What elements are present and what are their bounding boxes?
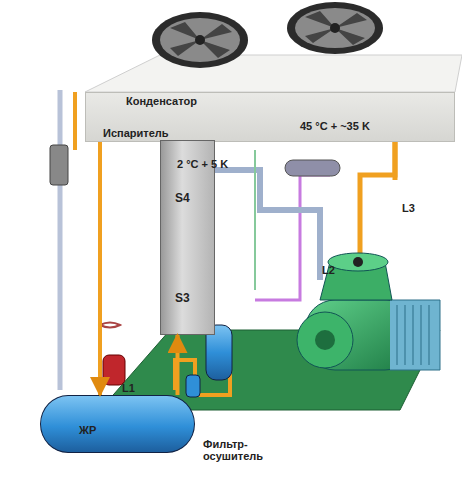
annotation-label: L2 xyxy=(322,264,352,276)
fan xyxy=(287,2,383,54)
compressor xyxy=(297,253,440,370)
pipe xyxy=(215,170,320,280)
receiver-tank: ЖР xyxy=(40,395,195,453)
node-label: Испаритель xyxy=(103,127,169,139)
pipe xyxy=(360,140,395,260)
pipe-connector xyxy=(176,335,180,395)
annotation-label: 2 °C + 5 K xyxy=(177,158,247,170)
solenoid-valve xyxy=(103,355,125,385)
pipe-connector xyxy=(98,142,102,395)
annotation-label: L1 xyxy=(122,382,152,394)
fan xyxy=(152,12,248,68)
annotation-label: 45 °C + ~35 K xyxy=(300,120,400,132)
pipe xyxy=(73,92,77,150)
node-label: ЖР xyxy=(79,424,96,436)
pipe xyxy=(58,90,63,390)
capillary-coil xyxy=(100,323,120,328)
filter-drier xyxy=(186,375,200,397)
heat-exchanger xyxy=(285,160,340,176)
annotation-label: L3 xyxy=(402,202,432,214)
annotation-label: Фильтр-осушитель xyxy=(203,438,265,462)
valve xyxy=(50,145,68,185)
node-label: Конденсатор xyxy=(126,95,197,107)
pipe xyxy=(254,150,256,290)
node-label: S3 xyxy=(175,291,190,305)
pipe xyxy=(393,140,398,180)
node-label: S4 xyxy=(175,191,190,205)
condenser-top xyxy=(85,55,462,92)
